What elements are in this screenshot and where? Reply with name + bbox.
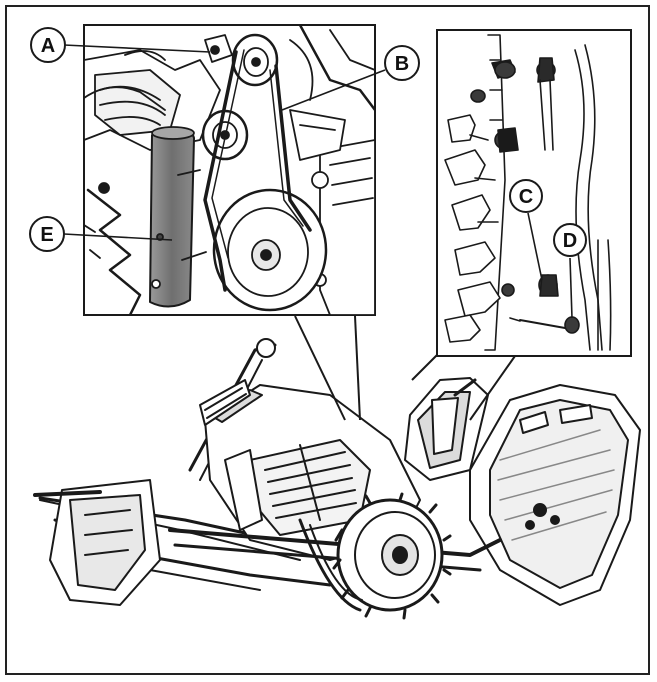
snowblower-body [33,338,641,620]
callout-label-C: C [519,186,533,208]
belt-detail-inset [83,24,376,316]
outer-frame [5,5,650,675]
inset-connector-lines [294,315,516,421]
callout-label-D: D [563,230,577,252]
callout-label-A: A [41,35,55,57]
callout-E: E [29,216,65,252]
shave-plate-inset [436,29,632,357]
callout-D: D [553,223,587,257]
callout-label-B: B [395,53,409,75]
callout-label-E: E [40,224,53,246]
callout-leaders [63,44,573,319]
callout-B: B [384,45,420,81]
callout-C: C [509,179,543,213]
callout-A: A [30,27,66,63]
